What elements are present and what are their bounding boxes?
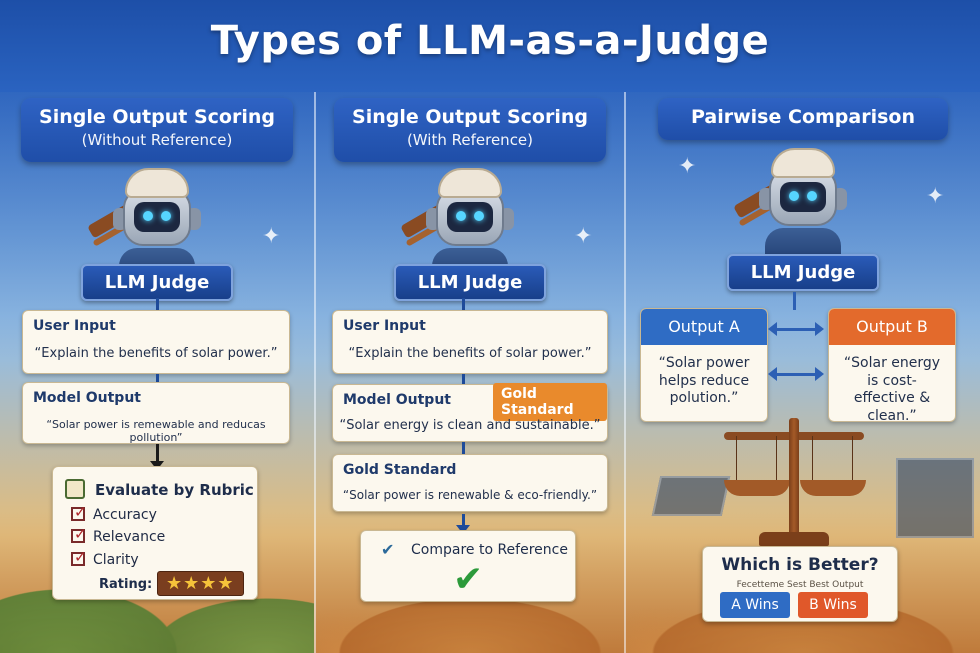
a-wins-button[interactable]: A Wins: [720, 592, 790, 618]
double-arrow-icon: [768, 322, 824, 336]
rating-label: Rating:: [99, 577, 153, 592]
model-output-label: Model Output: [33, 390, 141, 406]
compare-label: Compare to Reference: [411, 542, 568, 558]
user-input-text: “Explain the benefits of solar power.”: [34, 346, 278, 361]
column-without-reference: ✦ Single Output Scoring (Without Referen…: [0, 92, 314, 653]
arrow-down-icon: [150, 444, 164, 470]
gold-standard-card: Gold Standard “Solar power is renewable …: [332, 454, 608, 512]
user-input-label: User Input: [343, 318, 426, 334]
solar-panel-icon: [896, 458, 974, 538]
page-title: Types of LLM-as-a-Judge: [210, 18, 770, 64]
column-header: Pairwise Comparison: [658, 98, 948, 140]
llm-judge-label: LLM Judge: [727, 254, 879, 291]
output-a-text: “Solar power helps reduce polution.”: [658, 355, 750, 406]
check-mark-icon: ✔: [381, 540, 395, 559]
sparkle-icon: ✦: [678, 154, 697, 179]
model-output-card: Model Output Gold Standard “Solar energy…: [332, 383, 608, 442]
compare-card: ✔ Compare to Reference ✔: [360, 530, 576, 602]
llm-judge-label: LLM Judge: [394, 264, 546, 301]
checkbox-icon: [71, 525, 87, 543]
which-is-better-subtitle: Fecetteme Sest Best Output: [736, 580, 864, 590]
model-output-card: Model Output “Solar power is remewable a…: [22, 382, 290, 444]
model-output-text: “Solar energy is clean and sustainable.”: [339, 418, 601, 433]
checkbox-icon: [71, 548, 87, 566]
llm-judge-label: LLM Judge: [81, 264, 233, 301]
which-is-better-title: Which is Better?: [721, 555, 879, 575]
column-with-reference: ✦ Single Output Scoring (With Reference)…: [314, 92, 624, 653]
user-input-text: “Explain the benefits of solar power.”: [348, 346, 592, 361]
sparkle-icon: ✦: [926, 184, 945, 209]
rubric-title: Evaluate by Rubric: [95, 481, 254, 499]
output-b-text: “Solar energy is cost-effective & clean.…: [843, 355, 941, 422]
checkbox-icon: [71, 503, 87, 521]
column-header-subtitle: (With Reference): [406, 131, 534, 149]
output-b-card: Output B “Solar energy is cost-effective…: [828, 308, 956, 422]
column-header: Single Output Scoring (Without Reference…: [21, 98, 293, 162]
model-output-label: Model Output: [343, 392, 451, 408]
user-input-card: User Input “Explain the benefits of sola…: [22, 310, 290, 374]
column-header-title: Pairwise Comparison: [691, 106, 915, 128]
solar-panel-icon: [651, 476, 731, 516]
connector-line: [793, 292, 796, 310]
column-header-subtitle: (Without Reference): [81, 131, 233, 149]
user-input-label: User Input: [33, 318, 116, 334]
robot-judge-icon: [733, 148, 863, 268]
rubric-item-accuracy: Accuracy: [71, 503, 157, 523]
b-wins-button[interactable]: B Wins: [798, 592, 868, 618]
column-header-title: Single Output Scoring: [352, 106, 588, 128]
clipboard-icon: [65, 479, 85, 499]
big-check-icon: ✔: [453, 559, 484, 600]
rubric-card: Evaluate by Rubric Accuracy Relevance Cl…: [52, 466, 258, 600]
gold-standard-text: “Solar power is renewable & eco-friendly…: [342, 488, 598, 502]
output-a-label: Output A: [641, 309, 767, 345]
column-pairwise: ✦ ✦ Pairwise Comparison LLM Judge Output…: [624, 92, 980, 653]
gold-standard-badge: Gold Standard: [493, 383, 607, 421]
arrow-down-icon: [456, 514, 470, 534]
model-output-text: “Solar power is remewable and reducas po…: [46, 418, 266, 444]
gold-standard-label: Gold Standard: [343, 462, 457, 478]
column-header: Single Output Scoring (With Reference): [334, 98, 606, 162]
rating-stars: ★★★★: [157, 571, 244, 596]
output-a-card: Output A “Solar power helps reduce polut…: [640, 308, 768, 422]
sparkle-icon: ✦: [262, 224, 281, 249]
sparkle-icon: ✦: [574, 224, 593, 249]
rubric-item-clarity: Clarity: [71, 548, 139, 568]
user-input-card: User Input “Explain the benefits of sola…: [332, 310, 608, 374]
output-b-label: Output B: [829, 309, 955, 345]
double-arrow-icon: [768, 367, 824, 381]
column-header-title: Single Output Scoring: [39, 106, 275, 128]
rubric-item-relevance: Relevance: [71, 525, 165, 545]
